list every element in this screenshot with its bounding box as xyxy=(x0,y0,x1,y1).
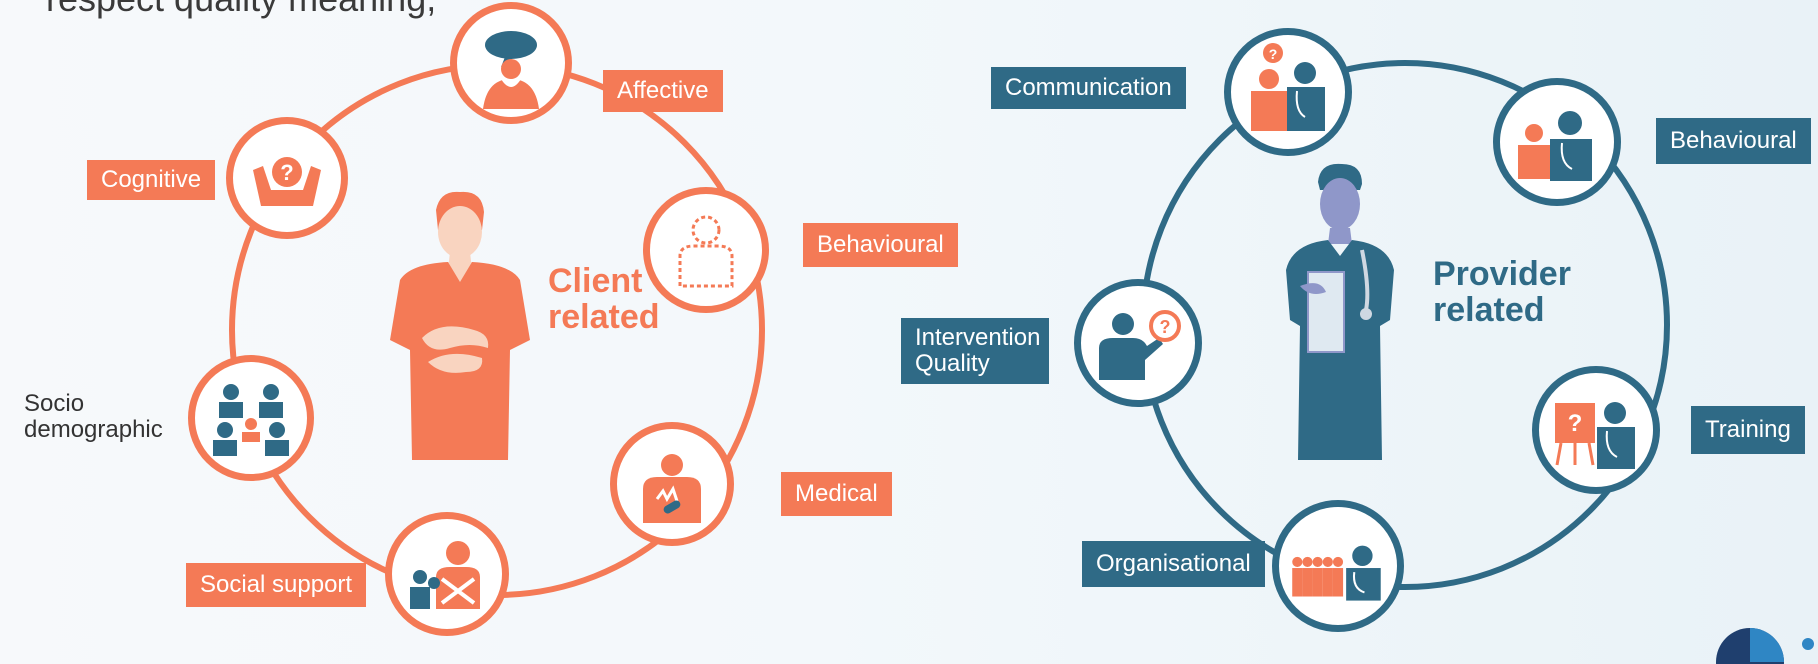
patient-icon xyxy=(390,191,530,460)
logo-icon xyxy=(1716,628,1814,664)
socio-line1: Socio xyxy=(24,390,85,417)
training-node: ? xyxy=(1532,366,1660,494)
svg-text:?: ? xyxy=(280,160,293,185)
medical-node xyxy=(610,422,734,546)
svg-text:?: ? xyxy=(1160,317,1171,337)
socio-demographic-label: Socio demographic xyxy=(14,387,173,447)
confused-person-icon: ? xyxy=(253,157,321,206)
provider-behavioural-node xyxy=(1493,78,1621,206)
organisational-label: Organisational xyxy=(1082,541,1265,587)
queue-doctor-icon xyxy=(1292,545,1381,601)
affective-label: Affective xyxy=(603,70,723,112)
socio-line2: demographic xyxy=(24,416,163,443)
cognitive-label: Cognitive xyxy=(87,160,216,200)
medical-pain-icon xyxy=(643,454,701,523)
client-behavioural-label: Behavioural xyxy=(803,223,958,267)
affective-node xyxy=(450,2,572,124)
training-label: Training xyxy=(1691,406,1805,454)
svg-text:?: ? xyxy=(1269,46,1278,62)
client-title: Client related xyxy=(548,263,660,335)
speech-bubble-person-icon xyxy=(483,31,539,109)
intervention-quality-node: ? xyxy=(1074,279,1202,407)
group-people-icon xyxy=(213,384,289,456)
nurse-icon xyxy=(1286,163,1394,460)
doctor-patient-icon xyxy=(1518,111,1592,181)
organisational-node xyxy=(1272,500,1404,632)
social-support-icon xyxy=(410,541,480,609)
medical-label: Medical xyxy=(781,472,892,516)
intervention-quality-label: Intervention Quality xyxy=(901,318,1049,384)
svg-text:?: ? xyxy=(1568,410,1583,437)
provider-title-line2: related xyxy=(1433,291,1545,329)
presentation-doctor-icon: ? xyxy=(1555,402,1635,469)
intervention-line2: Quality xyxy=(915,350,990,377)
client-title-line2: related xyxy=(548,298,660,336)
communication-node: ? xyxy=(1224,28,1352,156)
provider-title-line1: Provider xyxy=(1433,255,1571,293)
header-cut-text: respect quality meaning, xyxy=(46,0,436,20)
doctor-patient-icon: ? xyxy=(1251,43,1325,131)
question-magnifier-doctor-icon: ? xyxy=(1099,310,1181,380)
person-outline-icon xyxy=(678,215,734,288)
provider-behavioural-label: Behavioural xyxy=(1656,118,1811,164)
socio-demographic-node xyxy=(188,355,314,481)
communication-label: Communication xyxy=(991,67,1186,109)
provider-title: Provider related xyxy=(1433,256,1571,328)
client-behavioural-node xyxy=(643,187,769,313)
client-title-line1: Client xyxy=(548,262,643,300)
cognitive-node: ? xyxy=(226,117,348,239)
social-support-label: Social support xyxy=(186,563,367,607)
intervention-line1: Intervention xyxy=(915,324,1041,351)
social-support-node xyxy=(385,512,509,636)
